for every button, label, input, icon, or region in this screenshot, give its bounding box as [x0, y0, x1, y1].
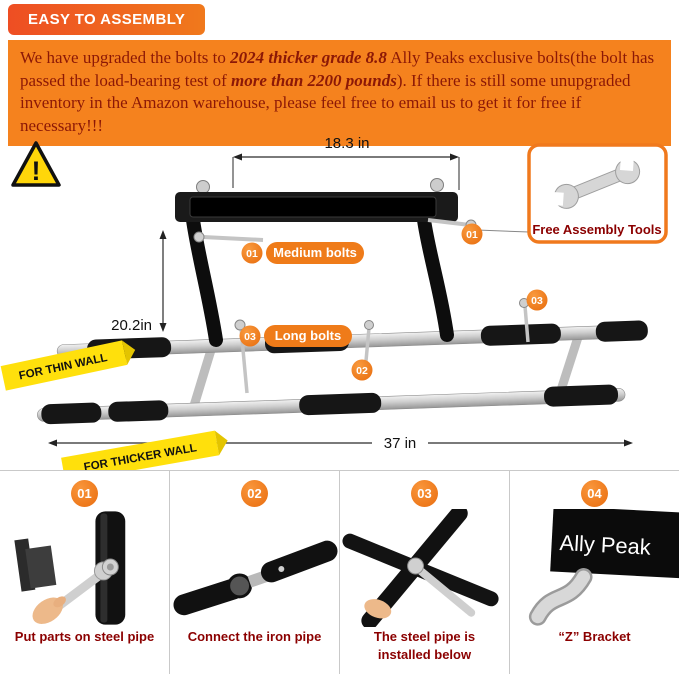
foam-grip	[595, 320, 648, 342]
step-3-caption: The steel pipe is installed below	[373, 629, 476, 662]
step-3-illustration	[340, 504, 509, 630]
assembly-steps: 01 Put parts on steel pipe 02	[0, 470, 679, 674]
warning-exclamation: !	[32, 156, 41, 186]
pipe-socket	[227, 573, 253, 599]
tools-box: Free Assembly Tools	[476, 143, 668, 244]
warning-icon: !	[11, 141, 61, 187]
pullup-bar-drawing: ! 18.3 in	[0, 135, 668, 483]
callout-long-bolts: Long bolts 03	[239, 325, 352, 347]
banner-text-2: Ally Peaks exclusive bolts(the bolt has …	[20, 48, 655, 90]
svg-text:02: 02	[356, 365, 368, 377]
bolt	[407, 557, 425, 575]
step-1-illustration	[0, 509, 169, 627]
step-2-caption: Connect the iron pipe	[187, 629, 322, 644]
tools-box-caption: Free Assembly Tools	[532, 222, 661, 237]
marker-01-right: 01	[461, 223, 483, 245]
banner-text-3: ). If there is still some unupgraded inv…	[20, 70, 631, 135]
step-4-number-badge: 04	[581, 480, 608, 507]
medium-bolts-label: Medium bolts	[273, 245, 357, 260]
brand-sign: Ally Peak	[550, 505, 679, 579]
marker-03: 03	[244, 331, 256, 343]
step-3-number-badge: 03	[411, 480, 438, 507]
step-2: 02 Connect the iron pipe	[169, 471, 339, 674]
banner-highlight-2: more than 2200 pounds	[231, 70, 397, 90]
callout-medium-bolts: Medium bolts 01	[241, 242, 364, 264]
step-2-drawing	[173, 540, 338, 616]
step-2-number-badge: 02	[241, 480, 268, 507]
handles	[186, 213, 454, 347]
svg-text:01: 01	[466, 229, 478, 241]
step-1-caption: Put parts on steel pipe	[14, 629, 155, 644]
foam-grip	[480, 323, 561, 346]
marker-01: 01	[246, 248, 258, 260]
wrench-icon	[415, 566, 476, 617]
marker-03-right: 03	[526, 289, 548, 311]
foam-grip	[544, 384, 619, 407]
hand	[364, 599, 392, 619]
step-4-drawing: Ally Peak	[528, 505, 679, 626]
ribbon-thin-wall: FOR THIN WALL	[0, 340, 136, 391]
title-badge: EASY TO ASSEMBLY	[8, 4, 206, 35]
dimension-left	[159, 230, 167, 332]
step-4-illustration: Ally Peak	[510, 505, 679, 627]
long-bolts-label: Long bolts	[275, 328, 341, 343]
step-1: 01 Put parts on steel pipe	[0, 471, 169, 674]
wrench-icon	[549, 157, 641, 209]
step-3-drawing	[342, 504, 499, 630]
marker-02: 02	[351, 359, 373, 381]
step-3: 03 The steel pipe is installed below	[339, 471, 509, 674]
step-4: 04 Ally Peak “Z” Bracket	[509, 471, 679, 674]
z-bracket	[531, 570, 591, 624]
dimension-top	[232, 153, 460, 190]
dimension-top-label: 18.3 in	[324, 135, 369, 152]
ribbon-thicker-wall: FOR THICKER WALL	[61, 430, 228, 483]
upgrade-banner: We have upgraded the bolts to 2024 thick…	[8, 40, 671, 147]
step-4-caption: “Z” Bracket	[558, 629, 631, 644]
step-1-number-badge: 01	[71, 480, 98, 507]
top-bar	[175, 178, 458, 222]
step-1-drawing	[14, 511, 126, 625]
banner-text-1: We have upgraded the bolts to	[20, 48, 231, 67]
assembly-diagram: ! 18.3 in	[0, 130, 679, 483]
svg-text:03: 03	[531, 295, 543, 307]
dimension-left-label: 20.2in	[111, 317, 152, 334]
foam-grip	[299, 392, 382, 416]
step-2-illustration	[170, 509, 339, 627]
foam-grip	[41, 402, 102, 425]
brand-sign-text: Ally Peak	[559, 530, 651, 560]
dimension-bottom-label: 37 in	[384, 435, 417, 452]
banner-highlight-1: 2024 thicker grade 8.8	[230, 48, 387, 67]
iron-pipe-left	[173, 578, 245, 616]
foam-grip	[108, 400, 169, 422]
bolt-pins	[193, 218, 530, 394]
